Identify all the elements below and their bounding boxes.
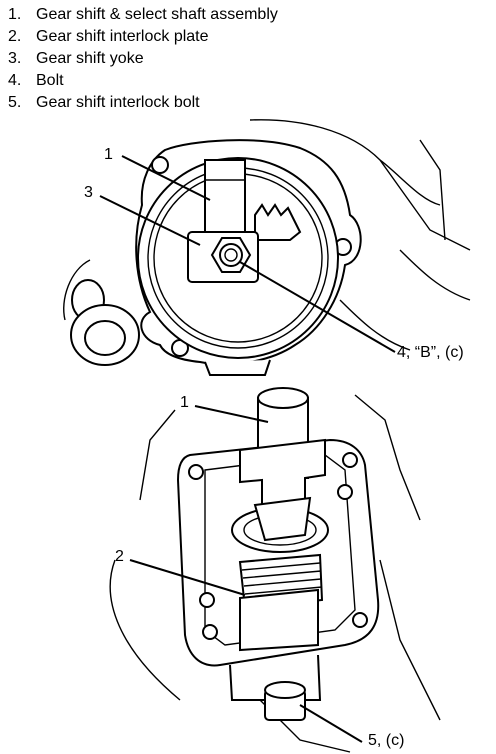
leader-top-1 bbox=[121, 155, 211, 201]
top-view-housing bbox=[63, 119, 471, 376]
gear-teeth bbox=[254, 203, 302, 241]
leader-bottom-2 bbox=[129, 559, 246, 596]
bolt-hole bbox=[337, 484, 353, 500]
legend-number: 1. bbox=[8, 6, 22, 23]
leader-top-4 bbox=[239, 261, 396, 353]
callout-bottom-5: 5, (c) bbox=[368, 732, 405, 749]
bolt-hole bbox=[151, 156, 169, 174]
callout-bottom-1: 1 bbox=[180, 394, 189, 411]
callout-top-4: 4, “B”, (c) bbox=[397, 344, 464, 361]
legend-label: Gear shift interlock plate bbox=[36, 28, 209, 45]
callout-top-3: 3 bbox=[84, 184, 93, 201]
legend-item: 4. Bolt bbox=[8, 70, 278, 92]
leader-bottom-5 bbox=[299, 704, 363, 743]
bottom-view-housing bbox=[109, 387, 441, 753]
legend-label: Gear shift & select shaft assembly bbox=[36, 6, 278, 23]
legend-number: 4. bbox=[8, 72, 22, 89]
legend-label: Gear shift yoke bbox=[36, 50, 144, 67]
bolt-hole bbox=[188, 464, 204, 480]
legend-number: 2. bbox=[8, 28, 22, 45]
legend-label: Bolt bbox=[36, 72, 64, 89]
bolt-hole bbox=[352, 612, 368, 628]
leader-bottom-1 bbox=[194, 405, 269, 423]
legend-item: 5. Gear shift interlock bolt bbox=[8, 92, 278, 114]
parts-legend: 1. Gear shift & select shaft assembly 2. G… bbox=[8, 4, 278, 114]
legend-item: 1. Gear shift & select shaft assembly bbox=[8, 4, 278, 26]
callout-bottom-2: 2 bbox=[115, 548, 124, 565]
bolt-hole bbox=[202, 624, 218, 640]
legend-item: 3. Gear shift yoke bbox=[8, 48, 278, 70]
leader-top-3 bbox=[99, 195, 201, 246]
legend-item: 2. Gear shift interlock plate bbox=[8, 26, 278, 48]
callout-top-1: 1 bbox=[104, 146, 113, 163]
shift-shaft bbox=[204, 159, 246, 241]
legend-number: 3. bbox=[8, 50, 22, 67]
bolt-hole bbox=[342, 452, 358, 468]
interlock-plate bbox=[239, 588, 319, 652]
legend-number: 5. bbox=[8, 94, 22, 111]
legend-label: Gear shift interlock bolt bbox=[36, 94, 200, 111]
bolt-hole bbox=[199, 592, 215, 608]
